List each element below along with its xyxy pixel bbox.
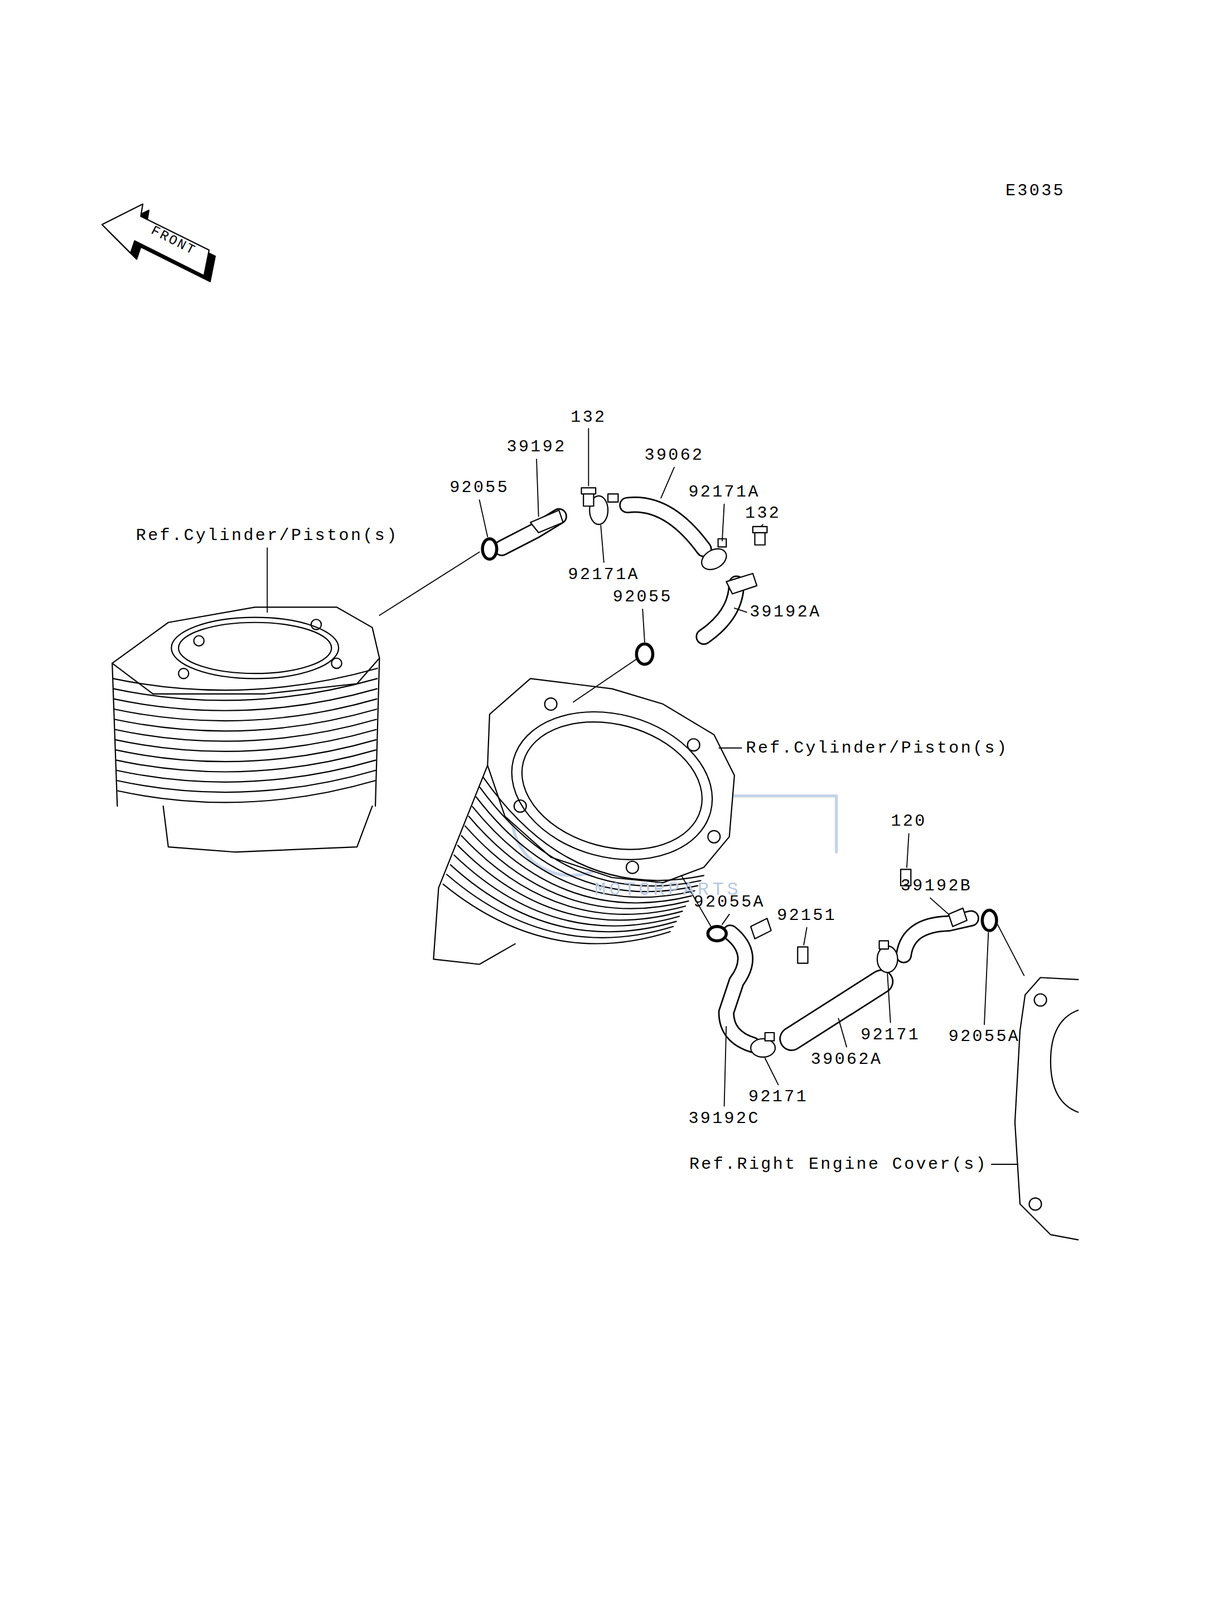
rear-cylinder <box>112 606 380 852</box>
callout-number: 39192 <box>506 438 567 456</box>
callout-number: 92055 <box>612 588 673 606</box>
watermark: MOTORPARTS <box>594 880 742 899</box>
callout-number: 132 <box>570 408 607 426</box>
reference-note: Ref.Cylinder/Piston(s) <box>136 527 399 544</box>
callout-number: 92055A <box>948 1027 1021 1045</box>
callout-number: 92171 <box>748 1088 809 1105</box>
cooling-fin <box>114 708 377 731</box>
diagram-code: E3035 <box>1005 182 1066 200</box>
cooling-fin <box>117 770 376 792</box>
pipe <box>501 504 971 1045</box>
cooling-fin <box>115 719 377 742</box>
cooling-fin <box>117 760 376 782</box>
cooling-fin <box>113 688 377 711</box>
cooling-fins <box>113 668 704 944</box>
cooling-fin <box>115 739 376 762</box>
hardware <box>482 487 997 1057</box>
cooling-fin <box>115 729 376 752</box>
reference-note: Ref.Cylinder/Piston(s) <box>746 739 1009 757</box>
reference-note: Ref.Right Engine Cover(s) <box>689 1155 988 1173</box>
callout-number: 92171A <box>568 566 640 583</box>
callout-number: 92151 <box>776 906 837 924</box>
center-line <box>379 552 1024 976</box>
callout-number: 39192B <box>900 877 973 894</box>
callout-number: 39062 <box>644 446 704 464</box>
front-cylinder <box>433 678 735 964</box>
callout-number: 92055 <box>449 479 510 496</box>
cooling-fin <box>114 698 377 721</box>
callout-number: 39192C <box>688 1109 760 1127</box>
callout-number: 39062A <box>810 1050 883 1068</box>
callout-number: 92171 <box>860 1026 921 1043</box>
engine-cover <box>1014 977 1079 1240</box>
cooling-fin <box>113 668 378 690</box>
callout-number: 120 <box>891 812 927 830</box>
callout-number: 39192A <box>749 603 821 621</box>
cooling-fin <box>113 678 378 700</box>
cooling-fin <box>461 835 686 915</box>
cooling-fin <box>117 780 376 802</box>
callout-number: 132 <box>745 504 781 522</box>
callout-number: 92171A <box>688 483 760 501</box>
front-arrow <box>102 204 216 282</box>
cooling-fin <box>116 749 376 772</box>
